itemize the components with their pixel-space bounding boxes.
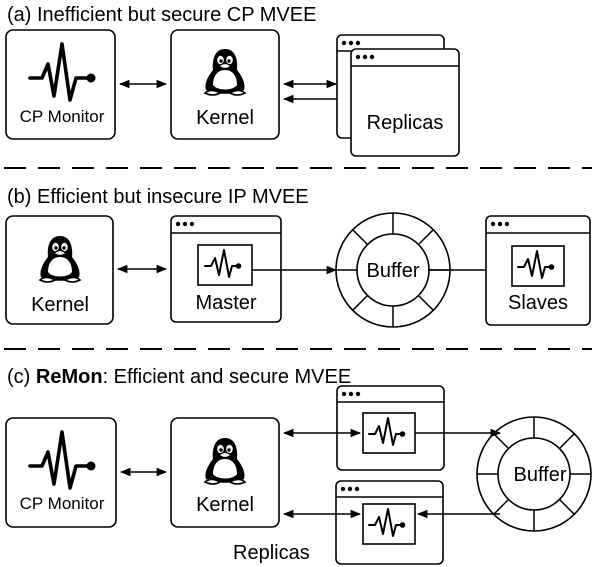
window-dots-icon [490, 221, 510, 227]
master-window: Master [170, 215, 282, 323]
monitor-frame [511, 245, 565, 287]
ring-buffer: Buffer [476, 416, 592, 532]
kernel-label: Kernel [196, 107, 254, 129]
window-dots-icon [355, 54, 375, 60]
replicas-window-front: Replicas [350, 48, 460, 157]
replica-window-bottom [335, 480, 444, 565]
kernel-box: Kernel [5, 215, 114, 325]
replicas-label: Replicas [367, 112, 444, 134]
kernel-label: Kernel [196, 494, 254, 516]
section-c-title: (c) ReMon: Efficient and secure MVEE [7, 366, 351, 388]
cp-monitor-box: CP Monitor [5, 417, 117, 528]
kernel-box: Kernel [170, 29, 280, 140]
section-a-title: (a) Inefficient but secure CP MVEE [7, 4, 316, 26]
cp-monitor-label: CP Monitor [20, 107, 105, 126]
kernel-box: Kernel [170, 417, 280, 528]
ring-buffer: Buffer [335, 212, 451, 328]
kernel-label: Kernel [31, 294, 89, 316]
replicas-label: Replicas [233, 542, 310, 564]
slaves-window: Slaves [485, 215, 591, 326]
window-dots-icon [341, 391, 361, 397]
window-dots-icon [340, 486, 360, 492]
section-b-title: (b) Efficient but insecure IP MVEE [7, 186, 309, 208]
buffer-label: Buffer [367, 260, 420, 282]
window-dots-icon [175, 221, 195, 227]
cp-monitor-box: CP Monitor [5, 29, 116, 140]
master-label: Master [195, 292, 256, 314]
buffer-label: Buffer [514, 464, 567, 486]
replica-window-top [336, 385, 445, 471]
cp-monitor-label: CP Monitor [20, 494, 105, 513]
window-dots-icon [341, 40, 361, 46]
slaves-label: Slaves [508, 292, 568, 314]
